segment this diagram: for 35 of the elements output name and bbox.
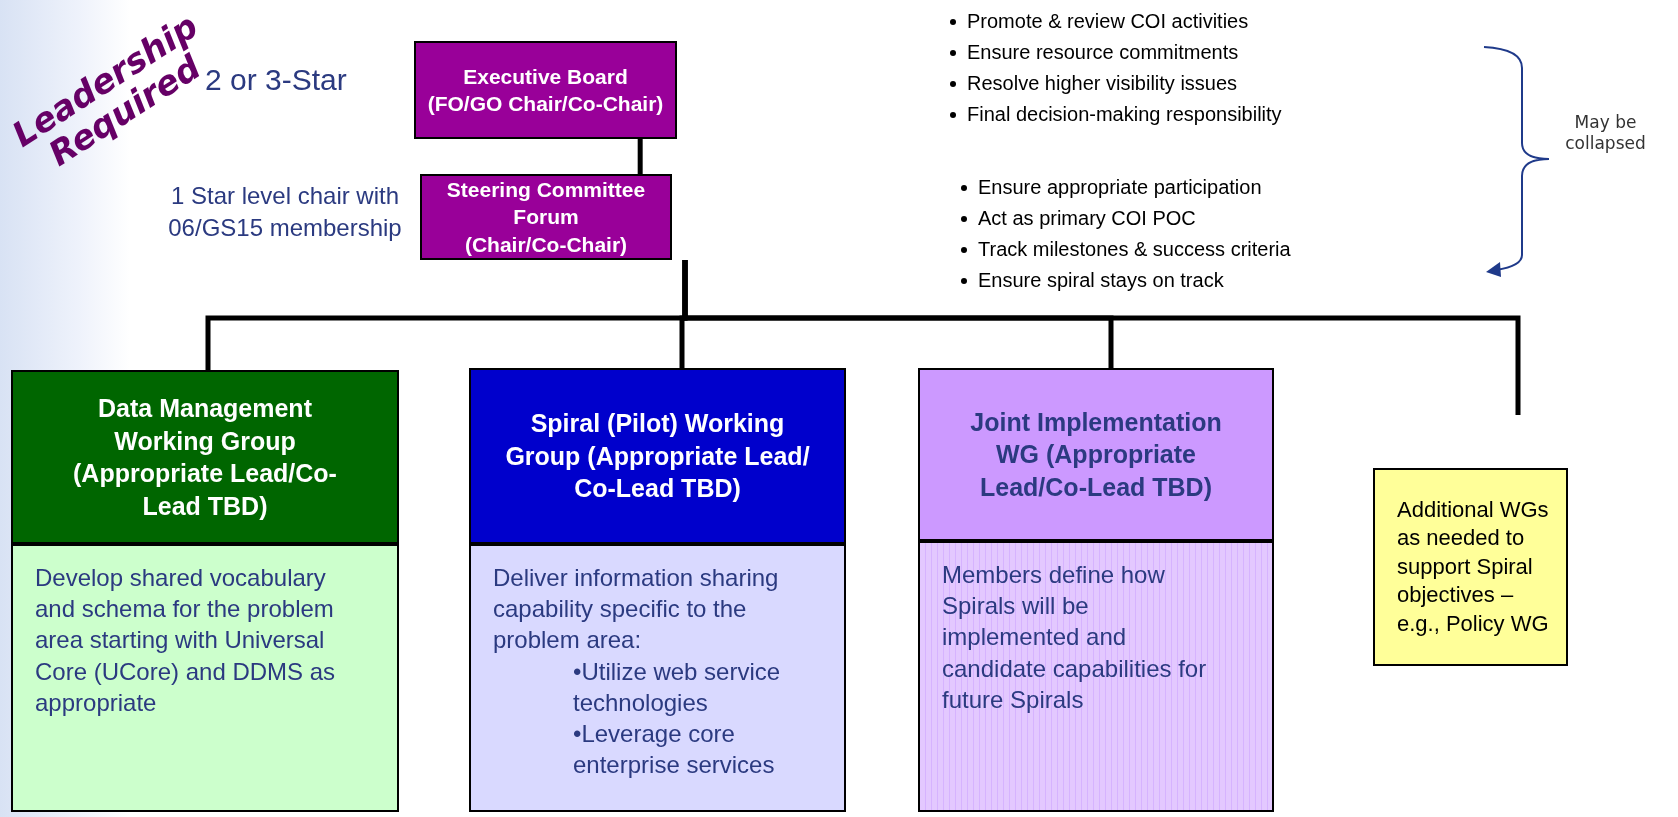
- note-box: [1373, 468, 1568, 666]
- bullet-text: Resolve higher visibility issues: [967, 72, 1238, 94]
- connector-line: [682, 260, 1521, 415]
- box-title: Spiral (Pilot) Working Group (Appropriate Lead/ Co-Lead TBD): [504, 408, 811, 505]
- box-text: Develop shared vocabulary and schema for the problem area starting with Universal Core (UCore) and DDMS as appropriate: [35, 563, 337, 718]
- box-text: Deliver information sharing capability specific to the problem area:: [493, 563, 780, 656]
- rank-note: 1 Star level chair with 06/GS15 membership: [167, 181, 403, 244]
- header-box: [11, 370, 399, 544]
- bullet-text: Track milestones & success criteria: [978, 238, 1291, 260]
- description-box: [469, 544, 846, 812]
- box-title: (Chair/Co-Chair): [463, 231, 629, 258]
- box-title: Steering Committee Forum: [445, 177, 647, 231]
- box-title: Data Management Working Group (Appropriate Lead/Co-Lead TBD): [72, 393, 338, 522]
- description-box: [918, 541, 1274, 812]
- brace-note: May be collapsed: [1564, 112, 1647, 155]
- box-title: Executive Board: [462, 63, 629, 90]
- rank-note: 2 or 3-Star: [205, 62, 348, 98]
- header-box: [469, 368, 846, 544]
- box-text: •Utilize web service technologies: [572, 656, 782, 718]
- box-title: Joint Implementation WG (Appropriate Lead/Co-Lead TBD): [969, 406, 1223, 503]
- org-box: [414, 41, 677, 139]
- org-box: [420, 174, 672, 260]
- bullet-text: Ensure appropriate participation: [978, 176, 1262, 198]
- box-title: (FO/GO Chair/Co-Chair): [426, 91, 665, 117]
- bullet-text: Final decision-making responsibility: [967, 103, 1282, 125]
- bullet-text: Ensure resource commitments: [967, 41, 1239, 63]
- bullet-text: Promote & review COI activities: [967, 10, 1249, 32]
- box-text: Members define how Spirals will be implemented and candidate capabilities for future Spirals: [942, 560, 1208, 715]
- description-box: [11, 544, 399, 812]
- bullet-text: Ensure spiral stays on track: [978, 269, 1224, 291]
- header-box: [918, 368, 1274, 541]
- bullet-text: Act as primary COI POC: [978, 207, 1196, 229]
- box-text: •Leverage core enterprise services: [572, 718, 776, 781]
- box-text: Additional WGs as needed to support Spiral objectives – e.g., Policy WG: [1397, 495, 1550, 638]
- connector-line: [637, 139, 643, 174]
